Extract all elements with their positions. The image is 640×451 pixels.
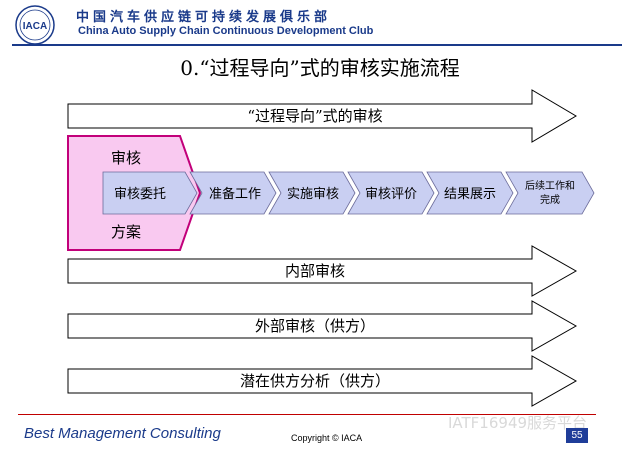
logo-text: IACA xyxy=(23,21,47,32)
step-label-1: 审核委托 xyxy=(114,187,166,202)
step-audit-commission: 审核委托 xyxy=(102,171,198,215)
arrow-label-top: “过程导向”式的审核 xyxy=(247,107,382,125)
step-label-6-line1: 后续工作和 xyxy=(525,179,575,192)
step-result-presentation: 结果展示 xyxy=(426,171,514,215)
step-implement-audit: 实施审核 xyxy=(268,171,356,215)
arrow-label-internal: 内部审核 xyxy=(285,262,345,280)
club-name-en: China Auto Supply Chain Continuous Devel… xyxy=(78,25,374,37)
arrow-potential-supplier: 潜在供方分析（供方） xyxy=(67,355,578,407)
arrow-process-oriented-audit: “过程导向”式的审核 xyxy=(67,89,577,143)
step-label-6-line2: 完成 xyxy=(540,193,560,206)
watermark-text: IATF16949服务平台 xyxy=(448,414,588,432)
header-divider xyxy=(12,44,622,46)
footer-company: Best Management Consulting xyxy=(24,425,221,442)
arrow-internal-audit: 内部审核 xyxy=(67,245,578,297)
audit-plan-bottom-label: 方案 xyxy=(111,223,141,241)
step-preparation: 准备工作 xyxy=(189,171,277,215)
page-number: 55 xyxy=(566,428,588,443)
footer-copyright: Copyright © IACA xyxy=(291,433,363,443)
footer-divider xyxy=(18,414,596,415)
step-label-3: 实施审核 xyxy=(287,187,339,202)
page-title: 0.“过程导向”式的审核实施流程 xyxy=(180,56,460,80)
step-label-2: 准备工作 xyxy=(209,186,261,202)
step-label-4: 审核评价 xyxy=(365,187,417,202)
arrow-label-potential: 潜在供方分析（供方） xyxy=(240,372,390,390)
step-follow-up: 后续工作和 完成 xyxy=(505,171,595,215)
arrow-label-external: 外部审核（供方） xyxy=(255,317,375,335)
audit-plan-top-label: 审核 xyxy=(111,149,141,167)
arrow-external-audit: 外部审核（供方） xyxy=(67,300,578,352)
step-audit-evaluation: 审核评价 xyxy=(347,171,435,215)
step-chain: 审核委托 准备工作 实施审核 审核评价 结果展示 后续工作和 完成 xyxy=(102,171,595,215)
step-label-5: 结果展示 xyxy=(444,187,496,202)
club-name-cn: 中国汽车供应链可持续发展俱乐部 xyxy=(76,10,332,25)
